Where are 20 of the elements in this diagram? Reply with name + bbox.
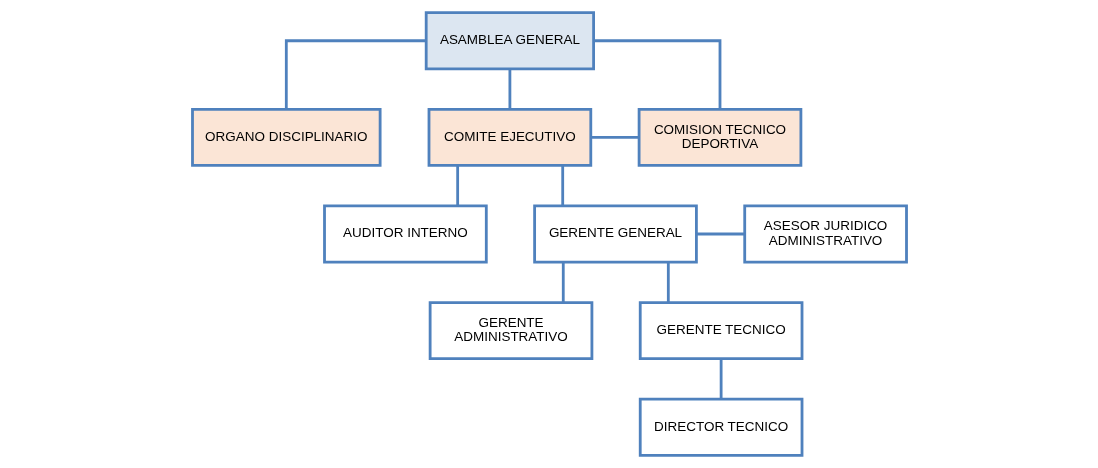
connector: [561, 262, 565, 303]
node-box: GERENTE GENERAL: [532, 204, 698, 264]
node-box: AUDITOR INTERNO: [322, 204, 488, 264]
connector: [560, 165, 564, 206]
node-box: DIRECTOR TECNICO: [638, 397, 803, 457]
connector: [593, 39, 721, 109]
connector: [455, 165, 459, 206]
node-box: ORGANO DISCIPLINARIO: [190, 107, 382, 167]
connector: [695, 232, 744, 236]
connector: [666, 262, 670, 303]
node-box: ASESOR JURIDICO ADMINISTRATIVO: [742, 204, 908, 264]
node-box: ASAMBLEA GENERAL: [424, 11, 595, 71]
node-box: COMISION TECNICO DEPORTIVA: [637, 107, 802, 167]
node-box: GERENTE TECNICO: [638, 301, 803, 361]
connector: [719, 359, 723, 399]
connector: [284, 39, 426, 109]
node-box: COMITE EJECUTIVO: [427, 107, 592, 167]
node-box: GERENTE ADMINISTRATIVO: [428, 301, 593, 361]
connector: [590, 135, 639, 139]
connector: [508, 69, 511, 110]
